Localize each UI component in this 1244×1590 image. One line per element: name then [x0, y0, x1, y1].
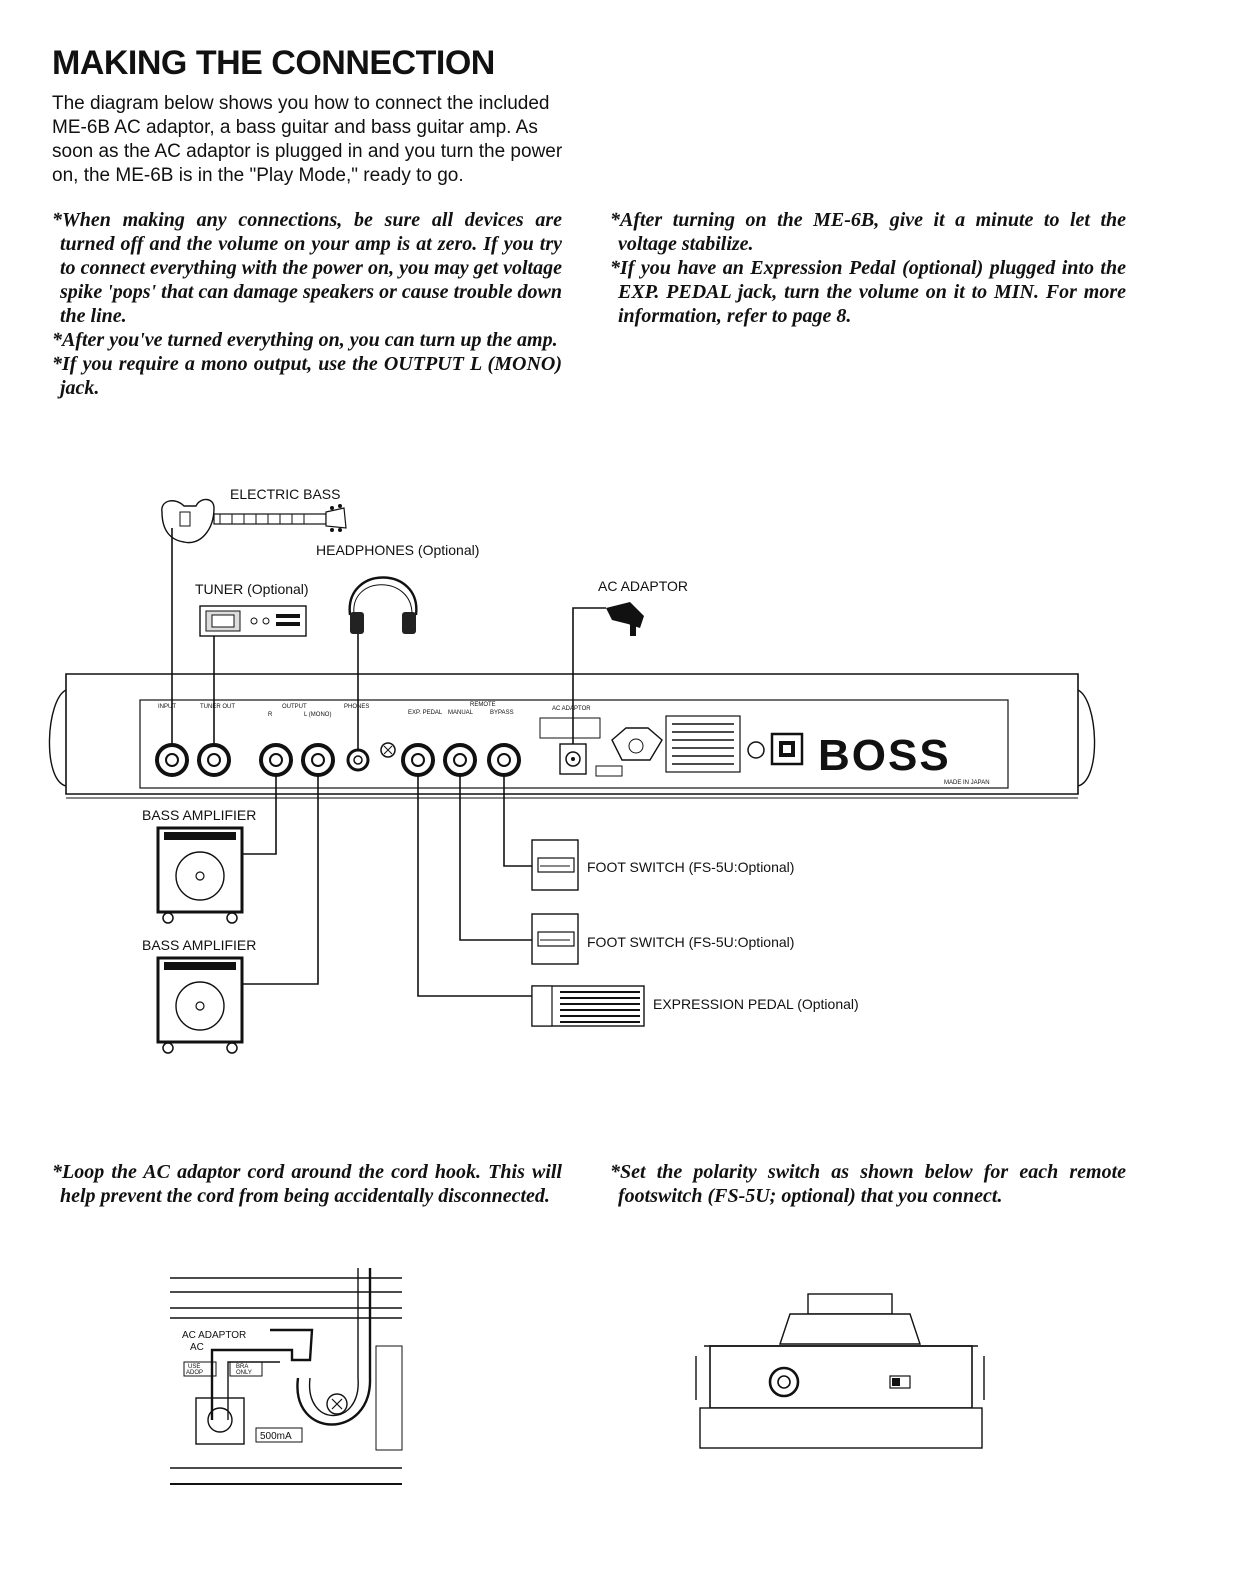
detail-ac-label: AC: [190, 1342, 204, 1353]
foot-switch-label-2: FOOT SWITCH (FS-5U:Optional): [587, 934, 794, 950]
note-connections: *When making any connections, be sure al…: [52, 209, 562, 327]
exp-pedal-jack: [401, 743, 435, 777]
note-cord-hook: *Loop the AC adaptor cord around the cor…: [50, 1160, 562, 1208]
note-stabilize: *After turning on the ME-6B, give it a m…: [610, 209, 1126, 255]
jack-label-output-r: R: [268, 712, 273, 718]
tuner-label: TUNER (Optional): [195, 581, 309, 597]
screw-icon: [380, 742, 396, 758]
phones-jack: [346, 748, 370, 772]
screw-icon: [747, 741, 765, 759]
tuner-icon: [199, 605, 307, 637]
bass-amplifier-2: [156, 956, 244, 1054]
bypass-cable: [503, 775, 532, 867]
jack-label-bypass: BYPASS: [490, 710, 514, 716]
notes-right: *After turning on the ME-6B, give it a m…: [608, 208, 1126, 328]
jack-label-tuner-out: TUNER OUT: [200, 704, 235, 710]
jack-label-phones: PHONES: [344, 704, 369, 710]
detail-adop-label: ADOP: [186, 1370, 203, 1376]
boss-logo: BOSS: [818, 731, 951, 780]
electric-bass-label: ELECTRIC BASS: [230, 486, 340, 502]
output-r-jack: [259, 743, 293, 777]
foot-switch-2: [531, 913, 579, 965]
remote-bypass-jack: [487, 743, 521, 777]
detail-ac-adaptor-label: AC ADAPTOR: [182, 1330, 246, 1341]
bass-amplifier-1: [156, 826, 244, 924]
output-l-jack: [301, 743, 335, 777]
jack-label-exp-pedal: EXP. PEDAL: [408, 710, 443, 716]
detail-bra-label: BRA: [236, 1364, 248, 1370]
ac-adaptor-cable: [572, 607, 606, 744]
expression-pedal-icon: [531, 985, 645, 1027]
exp-pedal-cable: [417, 775, 532, 997]
headphones-label: HEADPHONES (Optional): [316, 542, 479, 558]
jack-label-manual: MANUAL: [448, 710, 474, 716]
detail-only-label: ONLY: [236, 1370, 252, 1376]
note-turn-up-amp: *After you've turned everything on, you …: [52, 329, 558, 351]
foot-switch-label-1: FOOT SWITCH (FS-5U:Optional): [587, 859, 794, 875]
jack-label-remote: REMOTE: [470, 702, 496, 708]
bass-amplifier-label-2: BASS AMPLIFIER: [142, 937, 256, 953]
expression-pedal-label: EXPRESSION PEDAL (Optional): [653, 996, 859, 1012]
jack-label-ac-adaptor: AC ADAPTOR: [552, 706, 591, 712]
detail-current-label: 500mA: [260, 1431, 292, 1442]
ac-adaptor-label: AC ADAPTOR: [598, 578, 688, 594]
jack-label-input: INPUT: [158, 704, 176, 710]
compliance-plate: [665, 715, 741, 773]
ac-adaptor-plug-icon: [606, 602, 644, 636]
tuner-out-jack: [197, 743, 231, 777]
output-l-cable: [242, 775, 319, 985]
note-polarity-switch: *Set the polarity switch as shown below …: [608, 1160, 1126, 1208]
boss-logo-mark: [770, 732, 804, 766]
bass-amplifier-label-1: BASS AMPLIFIER: [142, 807, 256, 823]
detail-use-label: USE: [188, 1364, 200, 1370]
intro-paragraph: The diagram below shows you how to conne…: [52, 93, 563, 186]
note-expression-pedal: *If you have an Expression Pedal (option…: [610, 257, 1126, 327]
electric-bass-illustration: [161, 498, 347, 544]
dc-in-jack: [559, 743, 587, 775]
input-jack: [155, 743, 189, 777]
cord-hook-detail: [170, 1268, 403, 1485]
page-title: MAKING THE CONNECTION: [52, 44, 495, 82]
warning-plate: [539, 717, 623, 777]
output-r-cable: [242, 775, 277, 855]
note-cord-hook-text: *Loop the AC adaptor cord around the cor…: [52, 1161, 562, 1207]
cord-hook-icon: [611, 727, 663, 761]
note-mono-output: *If you require a mono output, use the O…: [52, 353, 562, 399]
footswitch-polarity-detail: [695, 1293, 985, 1449]
headphones-icon: [348, 576, 418, 634]
remote-manual-jack: [443, 743, 477, 777]
foot-switch-1: [531, 839, 579, 891]
jack-label-output: OUTPUT: [282, 704, 307, 710]
note-polarity-switch-text: *Set the polarity switch as shown below …: [610, 1161, 1126, 1207]
made-in-japan-label: MADE IN JAPAN: [944, 780, 990, 786]
notes-left: *When making any connections, be sure al…: [50, 208, 562, 400]
jack-label-output-l: L (MONO): [304, 712, 331, 718]
manual-cable: [459, 775, 532, 941]
